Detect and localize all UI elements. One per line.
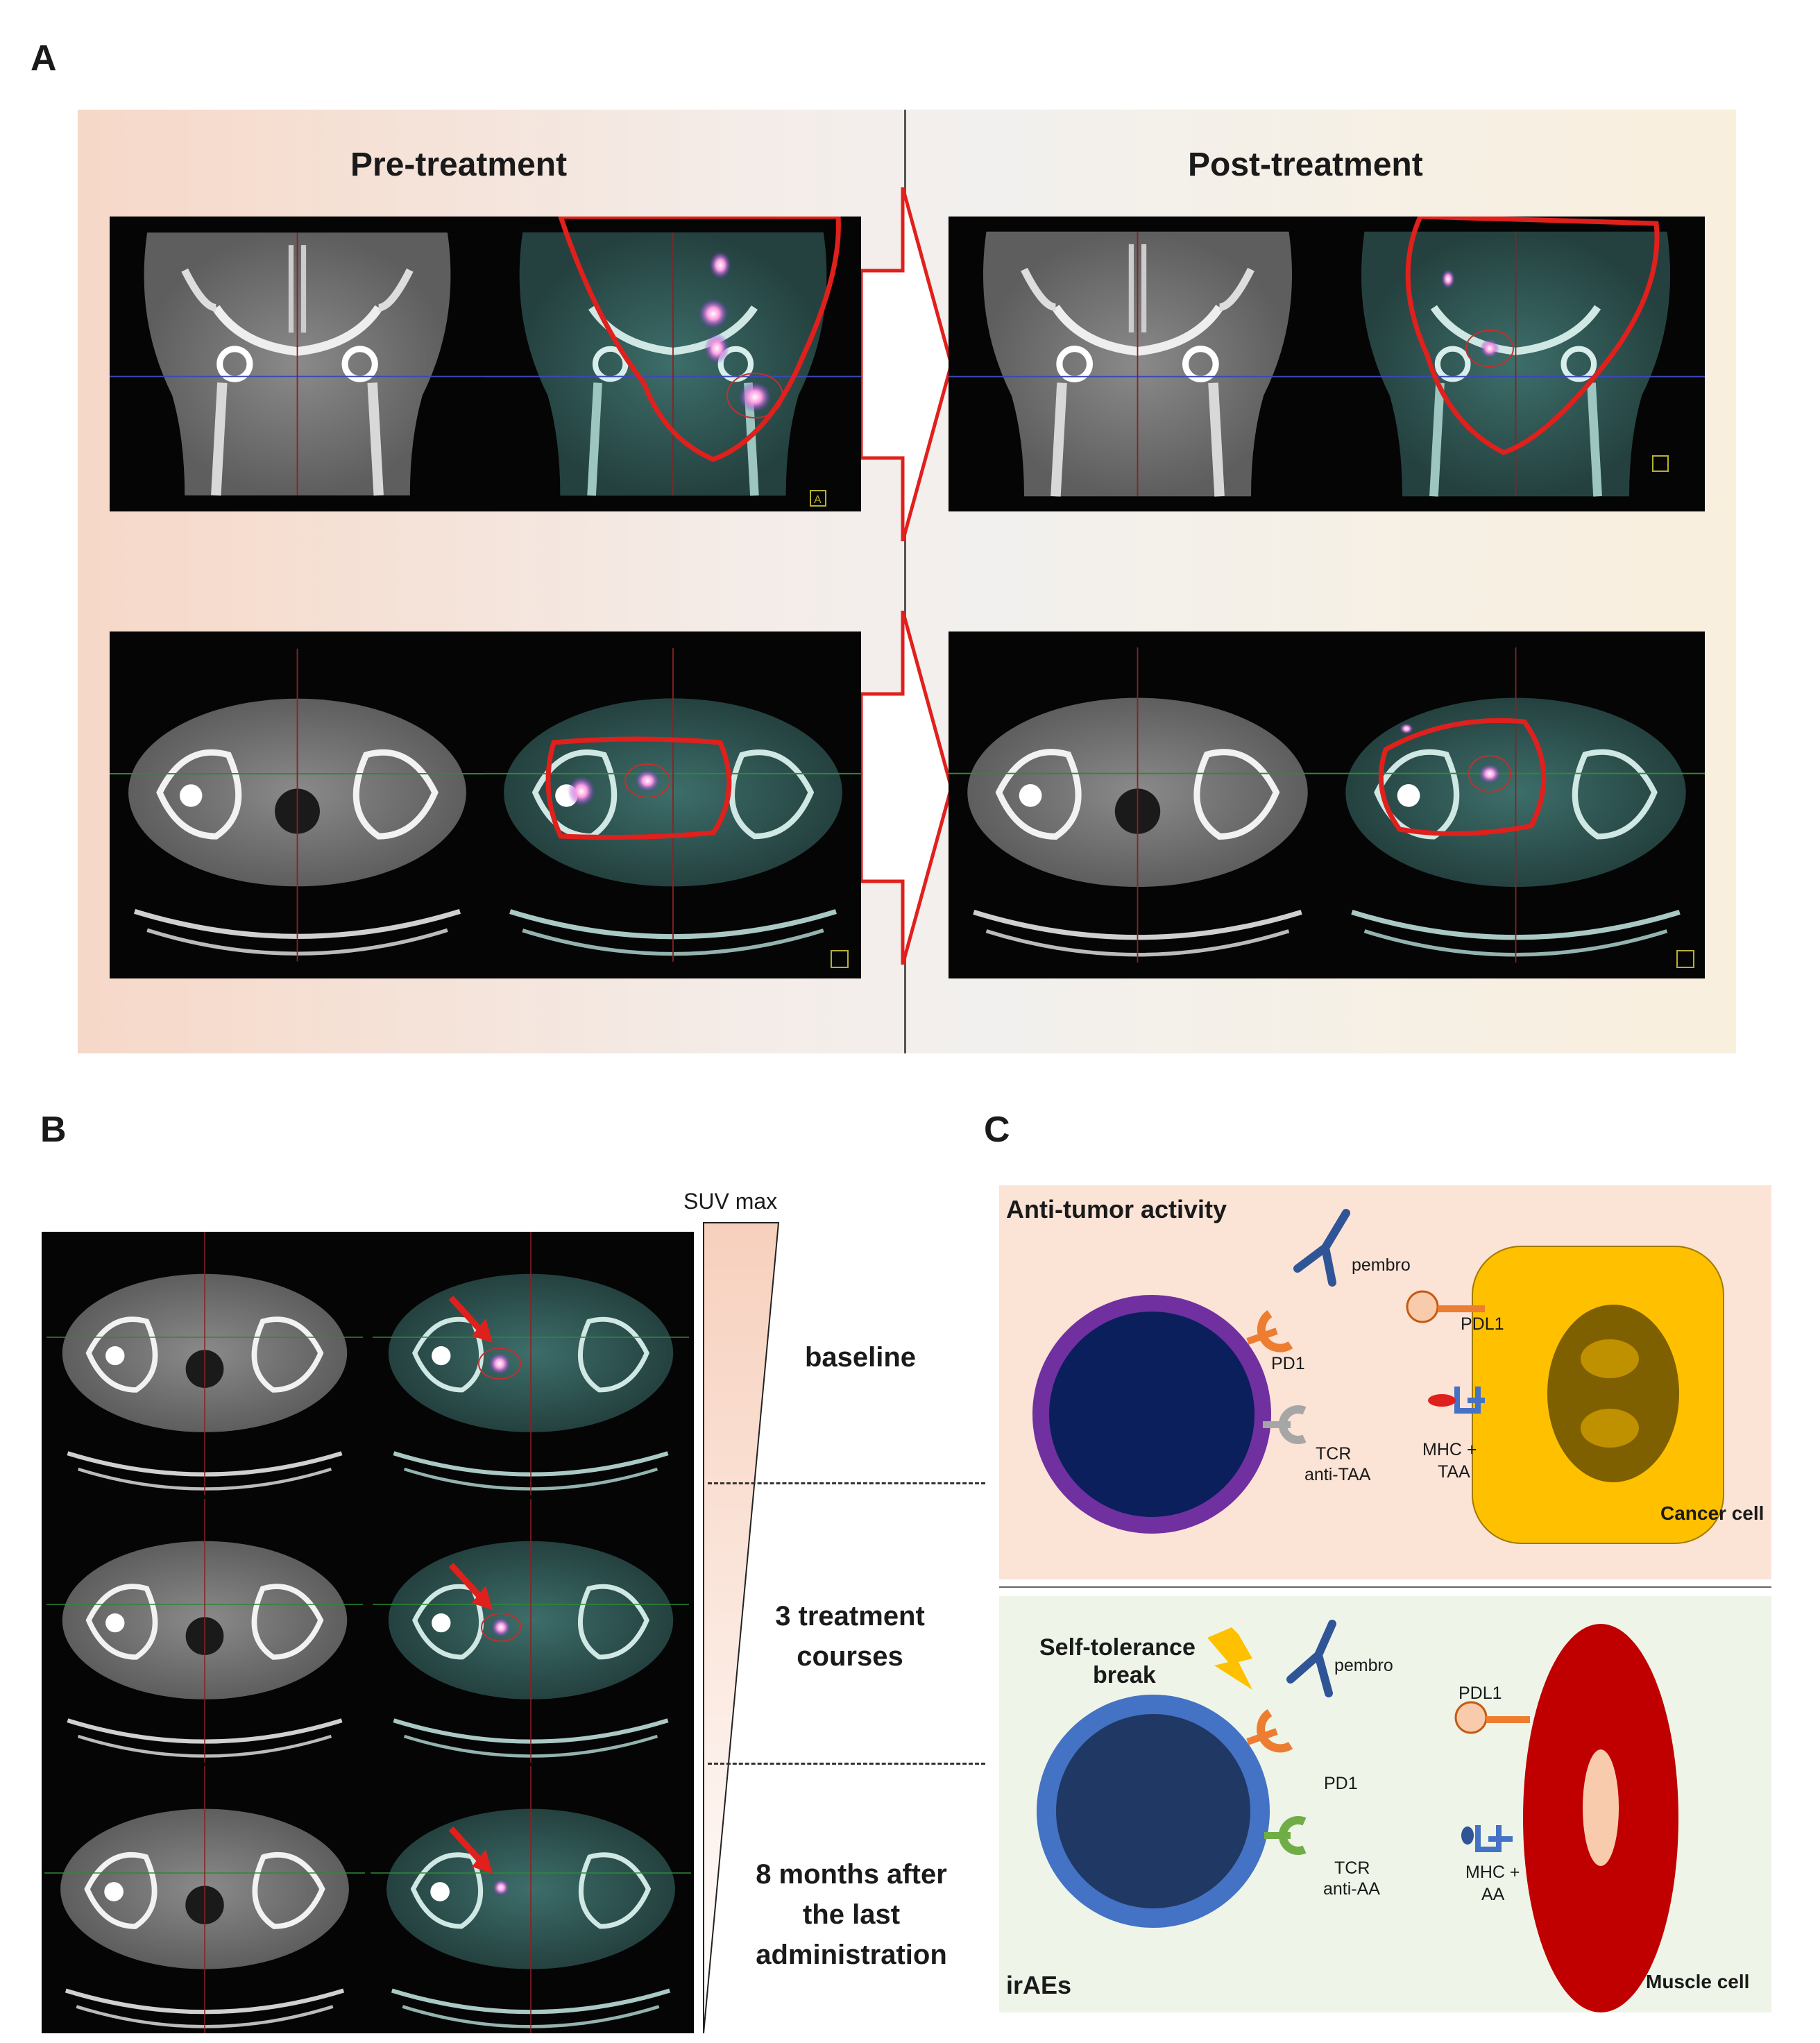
pembro-label-bottom: pembro — [1334, 1656, 1393, 1675]
pre-coronal-scan: A — [110, 217, 861, 511]
anti-tumor-diagram — [1032, 1209, 1724, 1544]
tcr-label-top: TCR — [1316, 1444, 1352, 1464]
pre-treatment-title: Pre-treatment — [350, 146, 568, 183]
pd1-label-top: PD1 — [1271, 1354, 1305, 1373]
arrow-bottom — [861, 611, 951, 965]
suv-max-wedge — [703, 1222, 780, 2034]
tcr-target-label-top: anti-TAA — [1304, 1465, 1371, 1484]
stage-baseline: baseline — [804, 1342, 917, 1373]
corner-letter-a: A — [814, 494, 822, 506]
panel-a-label: A — [31, 38, 57, 78]
mhc-label-bottom: MHC + — [1465, 1863, 1520, 1882]
self-tolerance-title-2: break — [1093, 1662, 1156, 1688]
panel-b-scan-stack — [42, 1232, 694, 2033]
muscle-cell-label: Muscle cell — [1646, 1971, 1750, 1992]
anti-tumor-title: Anti-tumor activity — [1006, 1195, 1227, 1223]
pdl1-label-bottom: PDL1 — [1458, 1684, 1502, 1703]
suv-max-label: SUV max — [683, 1189, 778, 1214]
pembro-label-top: pembro — [1352, 1255, 1411, 1275]
stage-divider-2 — [708, 1763, 985, 1765]
aa-label-bottom: AA — [1481, 1885, 1505, 1904]
stage-divider-1 — [708, 1482, 985, 1484]
tcr-label-bottom: TCR — [1334, 1858, 1370, 1878]
panel-c-label: C — [984, 1110, 1010, 1150]
tcr-target-label-bottom: anti-AA — [1323, 1879, 1380, 1899]
taa-label-top: TAA — [1438, 1462, 1470, 1482]
panel-c-separator — [999, 1586, 1771, 1588]
irae-diagram — [1037, 1620, 1678, 2012]
pdl1-label-top: PDL1 — [1461, 1314, 1504, 1334]
post-coronal-scan — [949, 217, 1705, 511]
panel-a-divider — [904, 110, 906, 1053]
self-tolerance-title-1: Self-tolerance — [1039, 1634, 1196, 1661]
arrow-top — [861, 187, 951, 541]
post-treatment-title: Post-treatment — [1188, 146, 1423, 183]
cancer-cell-label: Cancer cell — [1660, 1502, 1764, 1524]
irae-label: irAEs — [1006, 1971, 1072, 1999]
mhc-label-top: MHC + — [1422, 1440, 1477, 1459]
pd1-label-bottom: PD1 — [1324, 1774, 1358, 1793]
stage-treatment: 3 treatment courses — [775, 1601, 925, 1672]
stage-followup: 8 months after the last administration — [756, 1859, 947, 1970]
pre-axial-scan — [110, 631, 861, 978]
panel-b-label: B — [40, 1110, 67, 1150]
post-axial-scan — [949, 631, 1705, 978]
